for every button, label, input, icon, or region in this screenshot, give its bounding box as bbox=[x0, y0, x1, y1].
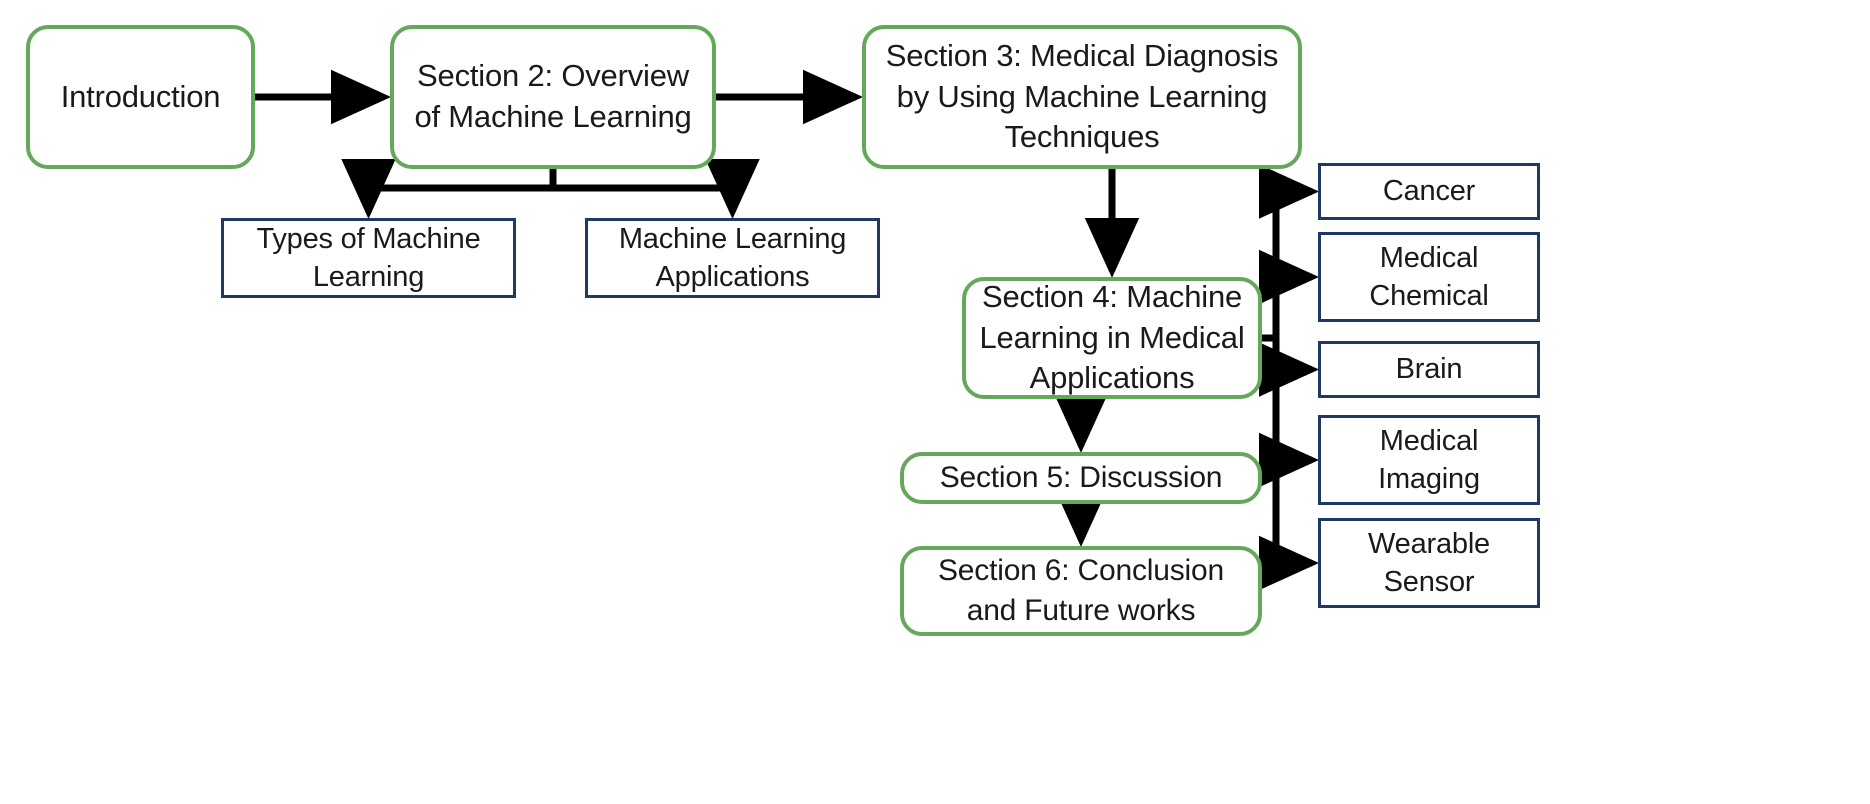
node-section-5[interactable]: Section 5: Discussion bbox=[900, 452, 1262, 504]
node-wearable-sensor[interactable]: Wearable Sensor bbox=[1318, 518, 1540, 608]
node-machine-learning-applications[interactable]: Machine Learning Applications bbox=[585, 218, 880, 298]
node-medical-imaging[interactable]: Medical Imaging bbox=[1318, 415, 1540, 505]
node-types-of-machine-learning-label: Types of Machine Learning bbox=[256, 222, 481, 293]
node-section-2-label: Section 2: Overview of Machine Learning bbox=[414, 58, 692, 134]
node-section-2[interactable]: Section 2: Overview of Machine Learning bbox=[390, 25, 716, 169]
node-medical-chemical[interactable]: Medical Chemical bbox=[1318, 232, 1540, 322]
node-section-3[interactable]: Section 3: Medical Diagnosis by Using Ma… bbox=[862, 25, 1302, 169]
node-types-of-machine-learning[interactable]: Types of Machine Learning bbox=[221, 218, 516, 298]
node-cancer-label: Cancer bbox=[1382, 175, 1476, 208]
node-cancer[interactable]: Cancer bbox=[1318, 163, 1540, 220]
node-section-3-label: Section 3: Medical Diagnosis by Using Ma… bbox=[885, 37, 1279, 155]
node-introduction[interactable]: Introduction bbox=[26, 25, 255, 169]
node-brain-label: Brain bbox=[1395, 353, 1463, 386]
node-brain[interactable]: Brain bbox=[1318, 341, 1540, 398]
node-wearable-sensor-label: Wearable Sensor bbox=[1368, 527, 1490, 598]
node-medical-chemical-label: Medical Chemical bbox=[1369, 241, 1489, 312]
node-section-6-label: Section 6: Conclusion and Future works bbox=[938, 554, 1224, 627]
node-machine-learning-applications-label: Machine Learning Applications bbox=[618, 222, 847, 293]
edge-stems bbox=[368, 169, 1280, 563]
node-section-5-label: Section 5: Discussion bbox=[939, 461, 1223, 495]
node-section-4-label: Section 4: Machine Learning in Medical A… bbox=[979, 278, 1245, 396]
node-medical-imaging-label: Medical Imaging bbox=[1378, 424, 1480, 495]
node-section-4[interactable]: Section 4: Machine Learning in Medical A… bbox=[962, 277, 1262, 399]
node-section-6[interactable]: Section 6: Conclusion and Future works bbox=[900, 546, 1262, 636]
node-introduction-label: Introduction bbox=[60, 78, 221, 114]
edge-group bbox=[255, 69, 1320, 591]
